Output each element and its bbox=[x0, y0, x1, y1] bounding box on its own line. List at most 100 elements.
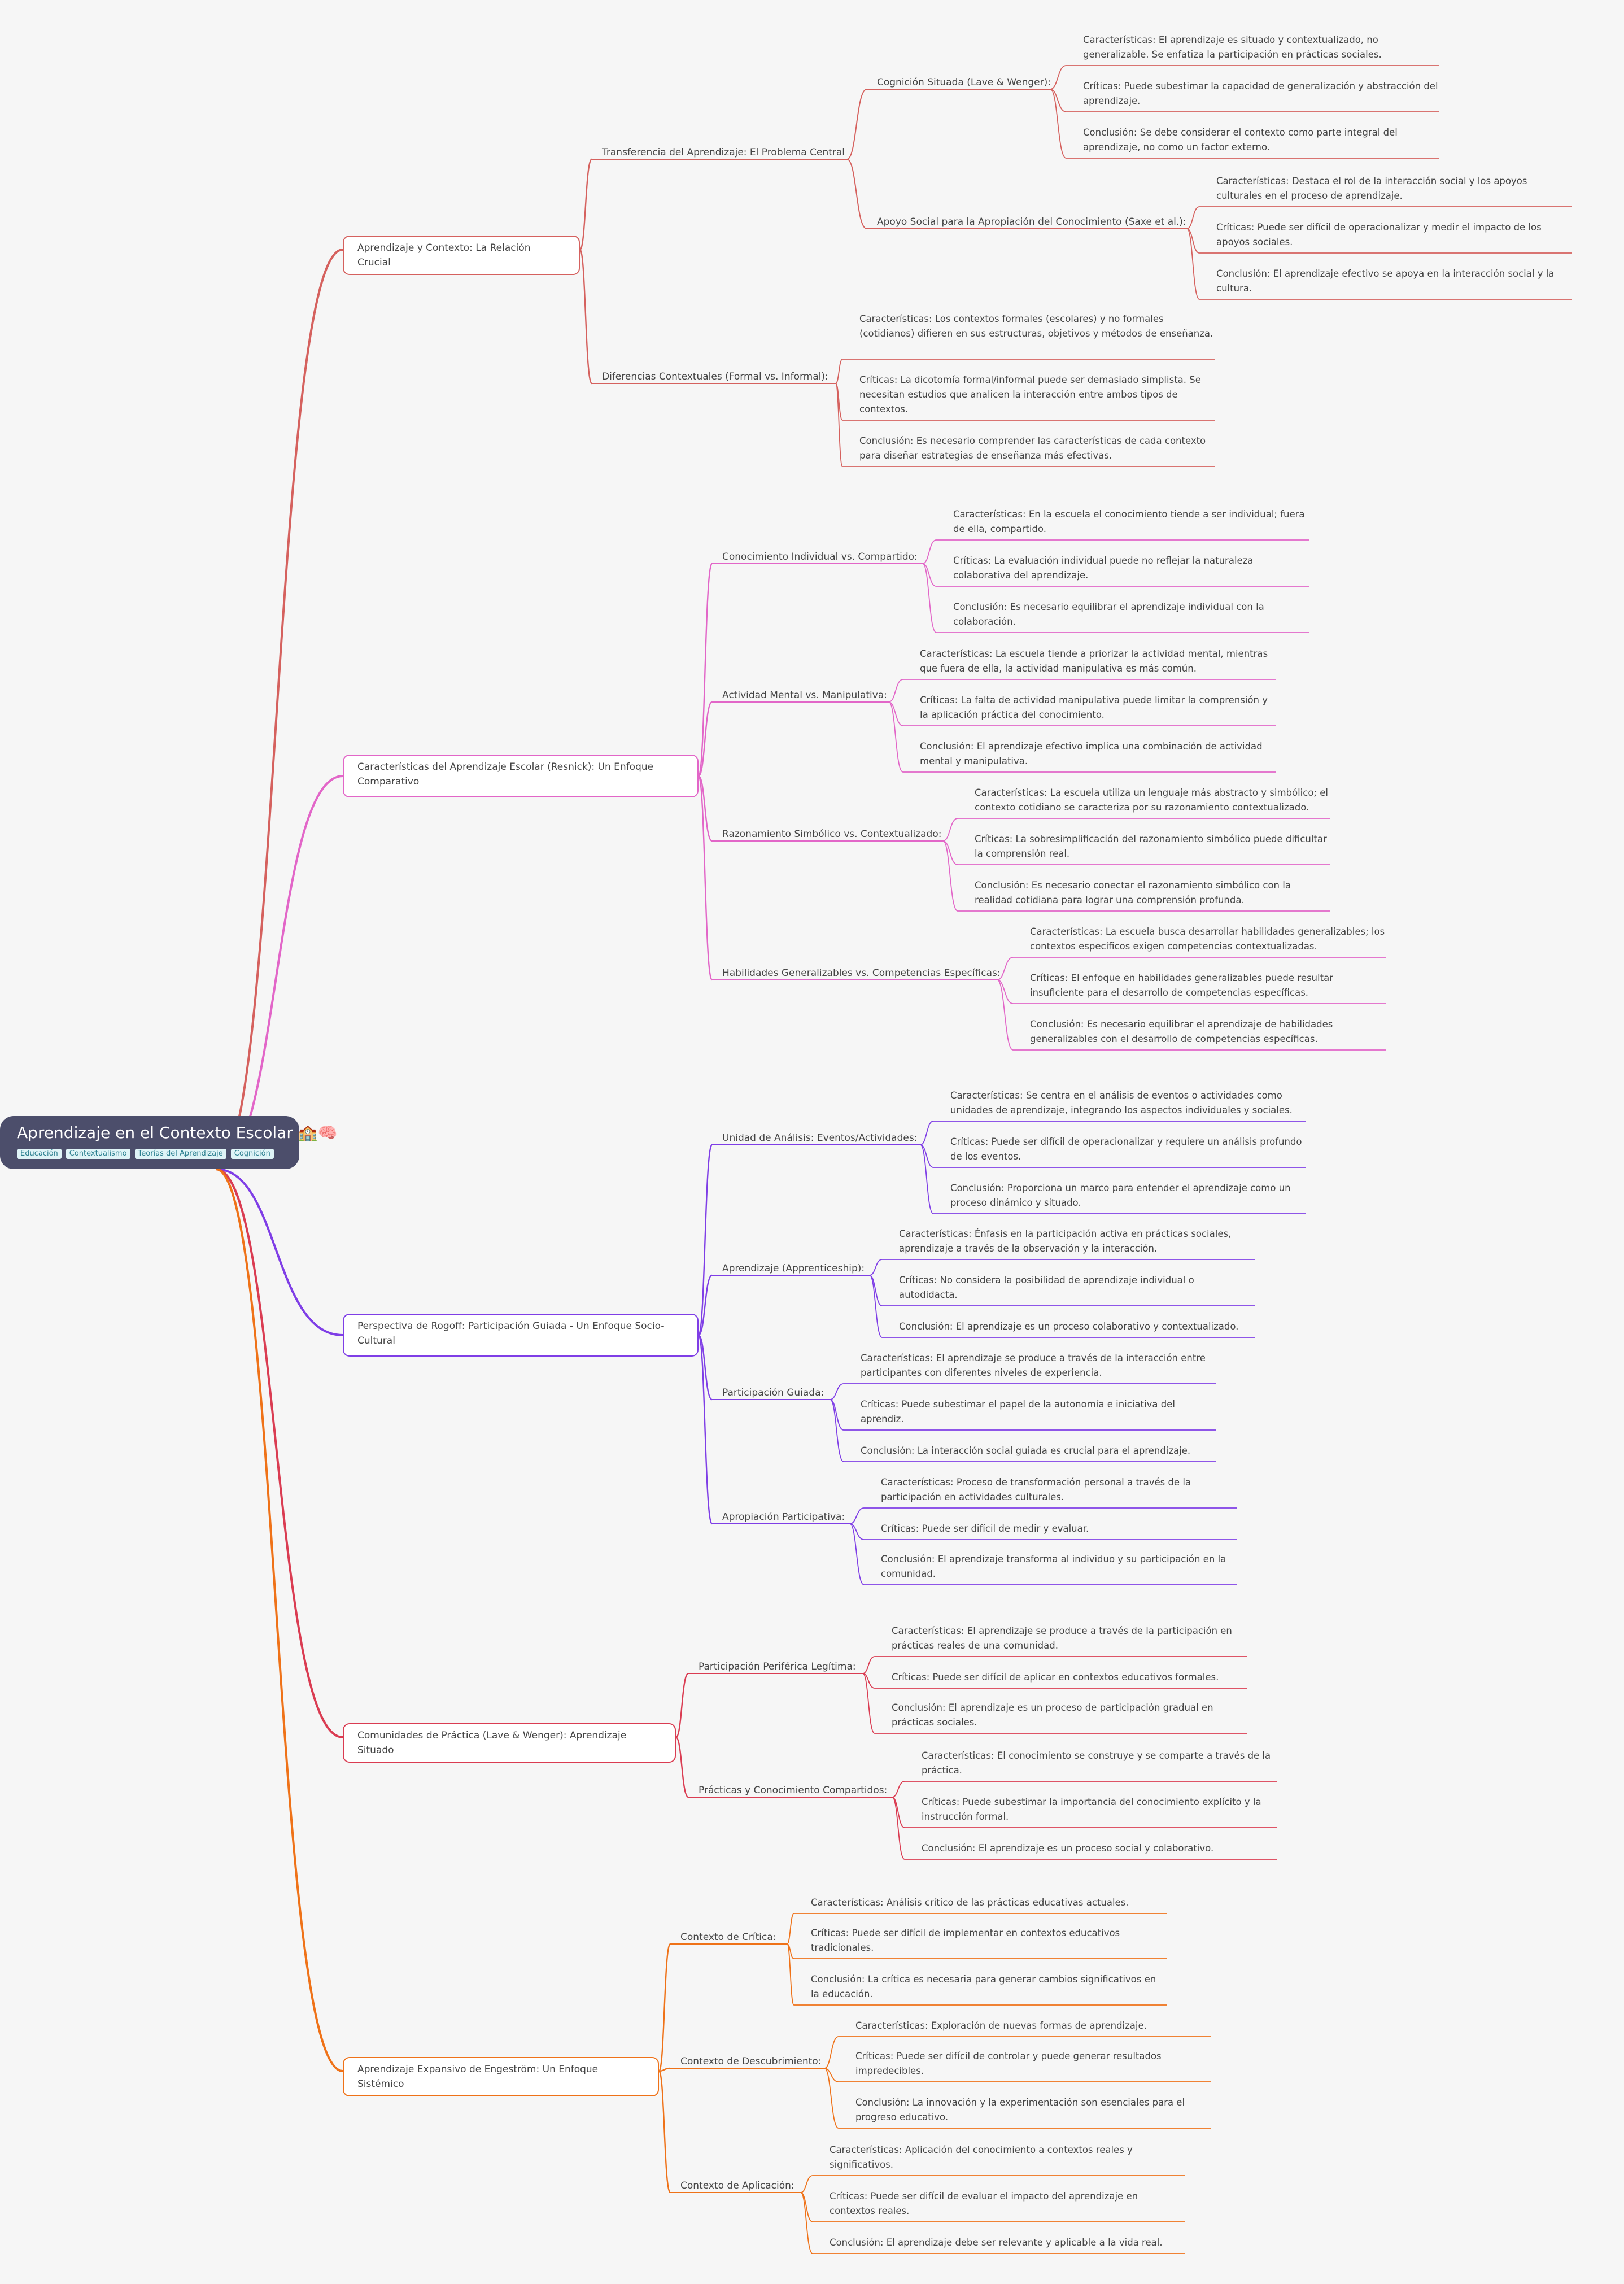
tag-educacion[interactable]: Educación bbox=[17, 1149, 62, 1159]
connector-line bbox=[830, 1399, 844, 1431]
subtopic-label[interactable]: Participación Guiada: bbox=[722, 1387, 824, 1398]
leaf-text[interactable]: Críticas: La falta de actividad manipula… bbox=[920, 695, 1268, 720]
leaf-text[interactable]: Conclusión: Proporciona un marco para en… bbox=[950, 1183, 1291, 1208]
leaf-text[interactable]: Conclusión: La innovación y la experimen… bbox=[855, 2097, 1185, 2122]
leaf-text[interactable]: Características: Destaca el rol de la in… bbox=[1216, 176, 1527, 201]
branch-node[interactable]: Aprendizaje Expansivo de Engeström: Un E… bbox=[343, 2057, 659, 2096]
leaf-text[interactable]: Críticas: Puede ser difícil de controlar… bbox=[855, 2051, 1162, 2076]
leaf-text[interactable]: Características: La escuela utiliza un l… bbox=[975, 787, 1328, 813]
leaf-text[interactable]: Características: El aprendizaje se produ… bbox=[861, 1353, 1206, 1378]
connector-line bbox=[869, 1259, 883, 1276]
leaf-text[interactable]: Características: Análisis crítico de las… bbox=[811, 1897, 1129, 1908]
subtopic-label[interactable]: Contexto de Descubrimiento: bbox=[680, 2056, 822, 2067]
leaf-text[interactable]: Críticas: La evaluación individual puede… bbox=[953, 555, 1254, 581]
connector-line bbox=[697, 1334, 713, 1401]
branch-node[interactable]: Comunidades de Práctica (Lave & Wenger):… bbox=[343, 1723, 676, 1763]
subtopic-label[interactable]: Transferencia del Aprendizaje: El Proble… bbox=[602, 147, 845, 158]
leaf-text[interactable]: Críticas: Puede ser difícil de evaluar e… bbox=[830, 2191, 1138, 2216]
subtopic-label[interactable]: Aprendizaje (Apprenticeship): bbox=[722, 1263, 865, 1274]
leaf-text[interactable]: Conclusión: Es necesario comprender las … bbox=[859, 435, 1206, 461]
connector-line bbox=[215, 775, 343, 1170]
subtopic-label[interactable]: Actividad Mental vs. Manipulativa: bbox=[722, 690, 887, 701]
leaf-text[interactable]: Características: Se centra en el análisi… bbox=[950, 1090, 1293, 1115]
connector-line bbox=[1050, 89, 1067, 112]
subtopic-label[interactable]: Unidad de Análisis: Eventos/Actividades: bbox=[722, 1132, 918, 1144]
subtopic-label[interactable]: Participación Periférica Legítima: bbox=[699, 1661, 856, 1672]
leaf-text[interactable]: Conclusión: El aprendizaje es un proceso… bbox=[899, 1321, 1239, 1332]
leaf-text[interactable]: Conclusión: El aprendizaje es un proceso… bbox=[892, 1702, 1213, 1728]
leaf-text[interactable]: Conclusión: El aprendizaje debe ser rele… bbox=[830, 2237, 1163, 2248]
leaf-text[interactable]: Críticas: No considera la posibilidad de… bbox=[899, 1275, 1194, 1300]
subtopic-label[interactable]: Diferencias Contextuales (Formal vs. Inf… bbox=[602, 371, 828, 382]
leaf-text[interactable]: Conclusión: El aprendizaje efectivo impl… bbox=[920, 741, 1263, 766]
connector-line bbox=[215, 1168, 343, 2072]
leaf-text[interactable]: Conclusión: La crítica es necesaria para… bbox=[811, 1974, 1156, 1999]
leaf-text[interactable]: Críticas: Puede subestimar la capacidad … bbox=[1083, 81, 1438, 106]
tag-contextualismo[interactable]: Contextualismo bbox=[66, 1149, 130, 1159]
leaf-text[interactable]: Características: El aprendizaje se produ… bbox=[892, 1625, 1232, 1651]
root-title: Aprendizaje en el Contexto Escolar 🏫🧠 bbox=[17, 1122, 338, 1144]
leaf-text[interactable]: Conclusión: Es necesario equilibrar el a… bbox=[1030, 1019, 1333, 1044]
branch-node[interactable]: Perspectiva de Rogoff: Participación Gui… bbox=[343, 1314, 699, 1357]
leaf-text[interactable]: Críticas: Puede ser difícil de medir y e… bbox=[881, 1523, 1089, 1534]
leaf-text[interactable]: Críticas: Puede ser difícil de aplicar e… bbox=[892, 1672, 1219, 1683]
connector-line bbox=[942, 840, 958, 865]
root-title-text: Aprendizaje en el Contexto Escolar bbox=[17, 1123, 293, 1142]
leaf-text[interactable]: Características: Aplicación del conocimi… bbox=[830, 2144, 1133, 2170]
leaf-text[interactable]: Características: Énfasis en la participa… bbox=[899, 1228, 1232, 1254]
leaf-text[interactable]: Conclusión: Se debe considerar el contex… bbox=[1083, 127, 1398, 152]
leaf-text[interactable]: Críticas: Puede subestimar el papel de l… bbox=[861, 1399, 1175, 1424]
connector-line bbox=[922, 563, 937, 587]
leaf-text[interactable]: Conclusión: El aprendizaje transforma al… bbox=[881, 1554, 1226, 1579]
leaf-text[interactable]: Características: La escuela busca desarr… bbox=[1030, 926, 1385, 952]
leaf-text[interactable]: Críticas: Puede ser difícil de operacion… bbox=[1216, 222, 1542, 247]
connector-line bbox=[697, 563, 713, 777]
connector-line bbox=[787, 1943, 794, 2006]
leaf-text[interactable]: Características: En la escuela el conoci… bbox=[953, 509, 1305, 534]
root-node[interactable]: Aprendizaje en el Contexto Escolar 🏫🧠 Ed… bbox=[0, 1116, 338, 1169]
leaf-text[interactable]: Conclusión: Es necesario conectar el raz… bbox=[975, 880, 1291, 905]
leaf-text[interactable]: Críticas: Puede ser difícil de operacion… bbox=[950, 1136, 1302, 1162]
leaf-text[interactable]: Características: El conocimiento se cons… bbox=[922, 1750, 1271, 1776]
tag-teorias[interactable]: Teorías del Aprendizaje bbox=[134, 1149, 226, 1159]
subtopic-label[interactable]: Conocimiento Individual vs. Compartido: bbox=[722, 551, 918, 563]
connector-line bbox=[1186, 228, 1200, 300]
subtopic-label[interactable]: Razonamiento Simbólico vs. Contextualiza… bbox=[722, 829, 942, 840]
subtopic-label[interactable]: Apoyo Social para la Apropiación del Con… bbox=[877, 216, 1186, 228]
branch-node[interactable]: Aprendizaje y Contexto: La Relación Cruc… bbox=[343, 236, 580, 275]
leaf-text[interactable]: Críticas: Puede subestimar la importanci… bbox=[922, 1797, 1261, 1822]
leaf-text[interactable]: Críticas: Puede ser difícil de implement… bbox=[811, 1928, 1120, 1953]
leaf-text[interactable]: Críticas: La dicotomía formal/informal p… bbox=[859, 374, 1201, 415]
branch-node[interactable]: Características del Aprendizaje Escolar … bbox=[343, 755, 699, 797]
leaf-text[interactable]: Características: La escuela tiende a pri… bbox=[920, 648, 1268, 674]
leaf-text[interactable]: Críticas: La sobresimplificación del raz… bbox=[975, 834, 1327, 859]
subtopic-label[interactable]: Prácticas y Conocimiento Compartidos: bbox=[699, 1785, 888, 1796]
leaf-text[interactable]: Características: Los contextos formales … bbox=[859, 313, 1213, 339]
subtopic-label[interactable]: Contexto de Aplicación: bbox=[680, 2180, 794, 2191]
subtopic-label[interactable]: Cognición Situada (Lave & Wenger): bbox=[877, 77, 1051, 88]
leaf-text[interactable]: Críticas: El enfoque en habilidades gene… bbox=[1030, 973, 1333, 998]
connector-line bbox=[800, 2175, 813, 2193]
connector-line bbox=[697, 775, 713, 842]
connector-line bbox=[579, 249, 593, 385]
leaf-text[interactable]: Conclusión: El aprendizaje efectivo se a… bbox=[1216, 268, 1555, 294]
connector-line bbox=[920, 1144, 934, 1168]
subtopic-label[interactable]: Apropiación Participativa: bbox=[722, 1511, 845, 1523]
connector-line bbox=[675, 1736, 689, 1798]
connector-line bbox=[1186, 228, 1200, 254]
connector-line bbox=[835, 383, 843, 467]
leaf-text[interactable]: Conclusión: El aprendizaje es un proceso… bbox=[922, 1843, 1214, 1854]
leaf-text[interactable]: Características: Proceso de transformaci… bbox=[881, 1477, 1191, 1502]
leaf-text[interactable]: Conclusión: Es necesario equilibrar el a… bbox=[953, 601, 1264, 627]
tag-cognicion[interactable]: Cognición bbox=[230, 1149, 274, 1159]
subtopic-label[interactable]: Habilidades Generalizables vs. Competenc… bbox=[722, 967, 1001, 979]
connector-line bbox=[697, 701, 713, 777]
subtopic-label[interactable]: Contexto de Crítica: bbox=[680, 1932, 776, 1943]
leaf-text[interactable]: Características: El aprendizaje es situa… bbox=[1083, 34, 1382, 60]
connector-line bbox=[849, 1507, 865, 1524]
leaf-text[interactable]: Conclusión: La interacción social guiada… bbox=[861, 1445, 1191, 1456]
connector-line bbox=[1186, 206, 1200, 229]
connector-line bbox=[888, 679, 903, 703]
leaf-text[interactable]: Características: Exploración de nuevas f… bbox=[855, 2020, 1147, 2031]
